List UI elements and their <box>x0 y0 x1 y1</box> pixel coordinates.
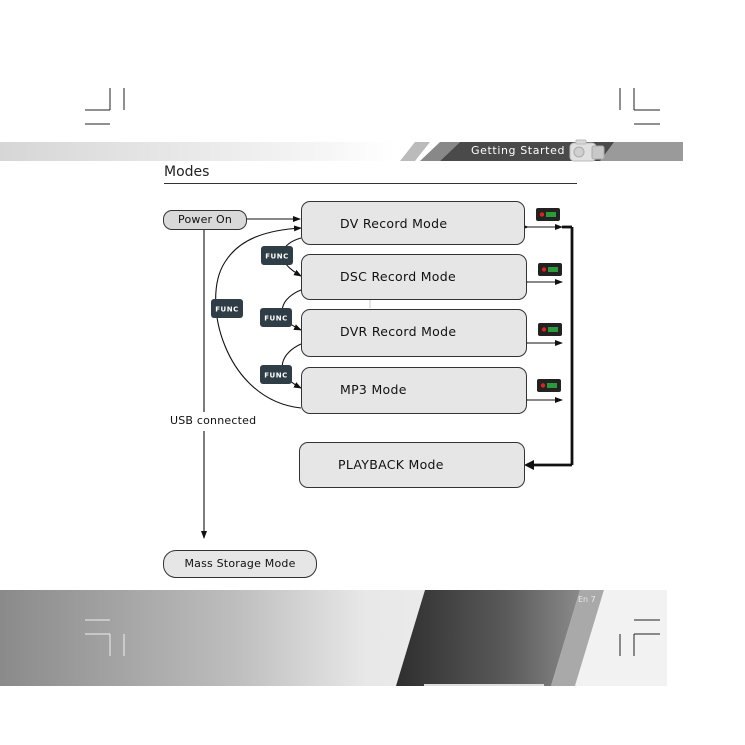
func-label-1: FUNC <box>265 253 288 261</box>
page-number: En 7 <box>578 595 596 604</box>
mode-label-dv: DV Record Mode <box>340 216 448 231</box>
mode-box-dv: DV Record Mode <box>301 201 525 245</box>
header-band <box>0 142 683 161</box>
power-on-node: Power On <box>163 210 247 230</box>
playback-mode-label: PLAYBACK Mode <box>338 457 444 472</box>
footer-band <box>0 590 667 686</box>
mode-box-mp3: MP3 Mode <box>301 367 527 414</box>
record-button-icons <box>536 208 562 392</box>
func-label-3: FUNC <box>264 315 287 323</box>
func-label-2: FUNC <box>215 306 238 314</box>
func-label-4: FUNC <box>264 372 287 380</box>
mode-label-mp3: MP3 Mode <box>340 382 407 397</box>
section-title: Getting Started <box>471 144 566 157</box>
mass-storage-node: Mass Storage Mode <box>163 550 317 578</box>
page-title: Modes <box>164 164 210 180</box>
mode-box-dsc: DSC Record Mode <box>301 254 527 300</box>
title-rule <box>164 183 577 184</box>
mode-box-dvr: DVR Record Mode <box>301 309 527 357</box>
mode-label-dsc: DSC Record Mode <box>340 269 456 284</box>
mass-storage-label: Mass Storage Mode <box>184 557 296 570</box>
playback-mode-box: PLAYBACK Mode <box>299 442 525 488</box>
usb-connected-label: USB connected <box>169 414 258 427</box>
power-on-label: Power On <box>178 213 232 226</box>
mode-label-dvr: DVR Record Mode <box>340 324 457 339</box>
camcorder-icon <box>569 139 605 162</box>
func-button-icons: FUNC FUNC FUNC FUNC <box>211 246 293 384</box>
